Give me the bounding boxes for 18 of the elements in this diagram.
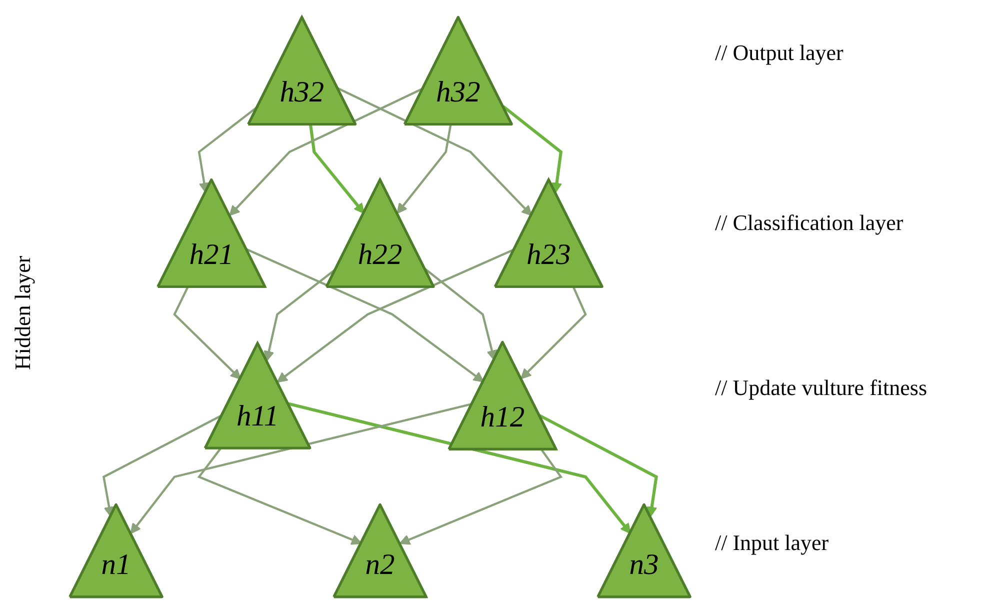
arrow <box>396 124 452 214</box>
group-label: Hidden layer <box>10 256 36 370</box>
arrow <box>502 105 563 194</box>
layer-label: // Output layer <box>715 40 844 66</box>
arrow <box>130 402 473 534</box>
layer-label: // Update vulture fitness <box>715 375 928 401</box>
arrow <box>309 124 365 214</box>
arrow <box>520 286 587 380</box>
arrow <box>538 414 658 518</box>
arrow <box>288 402 631 534</box>
arrow <box>399 449 563 545</box>
arrow <box>337 87 532 216</box>
arrow <box>197 448 362 545</box>
arrow <box>173 286 242 380</box>
arrow <box>246 248 484 382</box>
layer-label: // Classification layer <box>715 210 904 236</box>
arrow <box>424 268 498 361</box>
layer-label: // Input layer <box>715 530 829 556</box>
